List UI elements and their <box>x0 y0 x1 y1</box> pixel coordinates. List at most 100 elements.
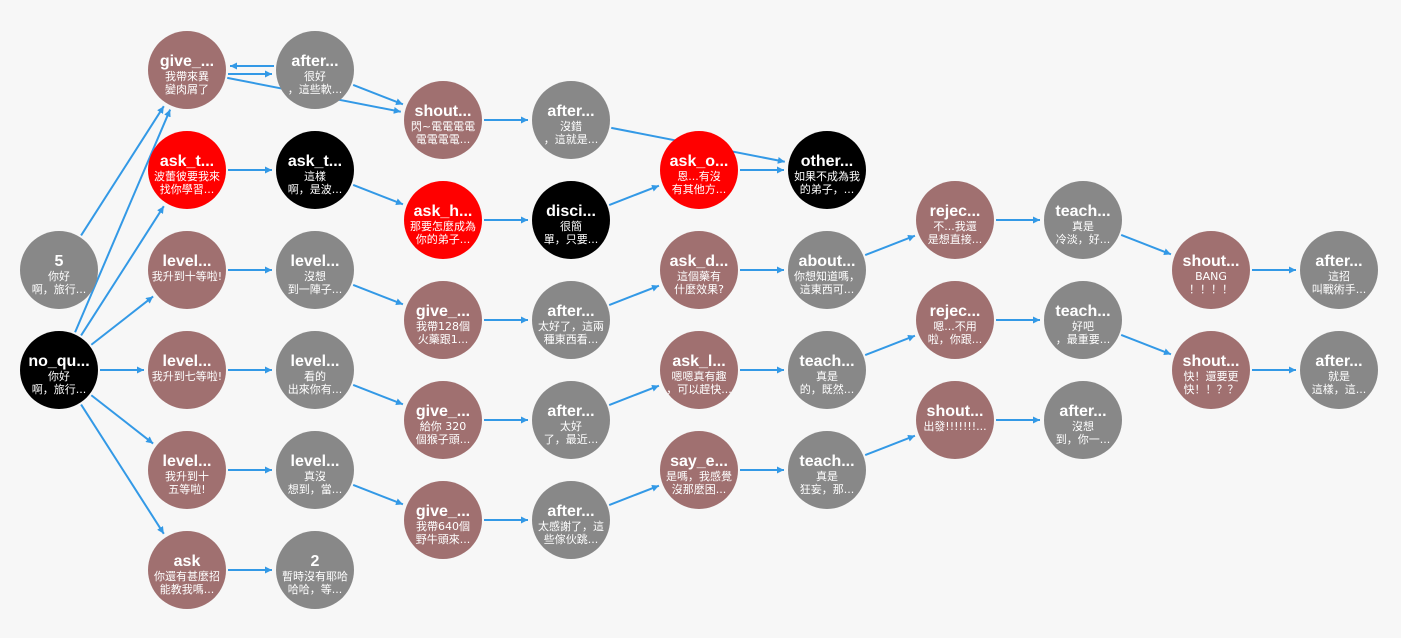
node-shout2[interactable]: shout...出發!!!!!!!... <box>916 381 994 459</box>
node-title: level... <box>163 453 212 470</box>
node-after3[interactable]: after...太好了，這兩種東西看... <box>532 281 610 359</box>
node-after4[interactable]: after...太好了，最近... <box>532 381 610 459</box>
node-after5[interactable]: after...太感謝了，這些傢伙跳... <box>532 481 610 559</box>
node-level1[interactable]: level...我升到十等啦! <box>148 231 226 309</box>
node-teach3[interactable]: teach...真是冷淡，好... <box>1044 181 1122 259</box>
edge-n_askt2-to-n_askh <box>352 183 404 206</box>
node-title: ask <box>174 553 201 570</box>
node-asko[interactable]: ask_o...恩...有沒有其他方... <box>660 131 738 209</box>
node-level4[interactable]: level...沒想到一陣子... <box>276 231 354 309</box>
node-text-line: 找你學習... <box>160 182 215 196</box>
node-text-line: 這東西可... <box>800 282 855 296</box>
edge-n_level6-to-n_give4 <box>352 483 404 506</box>
node-text-line: 的，既然... <box>800 382 855 396</box>
node-text-line: 電電電電... <box>416 133 471 146</box>
node-text-line: 快！還要更 <box>1184 370 1239 383</box>
node-askh[interactable]: ask_h...那要怎麼成為你的弟子... <box>404 181 482 259</box>
node-text-line: 想到，當... <box>288 482 343 496</box>
node-circle <box>276 331 354 409</box>
node-circle <box>276 431 354 509</box>
node-title: give_... <box>416 503 470 520</box>
node-circle <box>276 231 354 309</box>
node-text-line: 我升到十等啦! <box>152 269 222 283</box>
node-5[interactable]: 5你好啊，旅行... <box>20 231 98 309</box>
node-text-line: 是嗎，我感覺 <box>666 470 732 483</box>
node-disci[interactable]: disci...很簡單，只要... <box>532 181 610 259</box>
node-text-line: ，這些軟... <box>288 82 343 96</box>
node-after2[interactable]: after...沒錯，這就是... <box>532 81 610 159</box>
node-circle <box>1044 181 1122 259</box>
node-teach1[interactable]: teach...真是的，既然... <box>788 331 866 409</box>
node-level5[interactable]: level...看的出來你有... <box>276 331 354 409</box>
node-about[interactable]: about...你想知道嗎，這東西可... <box>788 231 866 309</box>
node-askt1[interactable]: ask_t...波蕾彼要我來找你學習... <box>148 131 226 209</box>
node-shout3[interactable]: shout...BANG！！！！ <box>1172 231 1250 309</box>
node-text-line: 這樣，這... <box>1312 382 1367 396</box>
edges-layer <box>74 62 1296 574</box>
node-level6[interactable]: level...真沒想到，當... <box>276 431 354 509</box>
node-after6[interactable]: after...沒想到，你一... <box>1044 381 1122 459</box>
node-title: give_... <box>416 303 470 320</box>
node-circle <box>1300 331 1378 409</box>
node-title: give_... <box>160 53 214 70</box>
node-askt2[interactable]: ask_t...這樣啊，是波... <box>276 131 354 209</box>
node-askl[interactable]: ask_l...嗯嗯真有趣，可以趕快... <box>660 331 738 409</box>
node-text-line: 暫時沒有耶哈 <box>282 569 348 583</box>
node-text-line: 叫戰術手... <box>1312 282 1367 296</box>
node-after1[interactable]: after...很好，這些軟... <box>276 31 354 109</box>
node-text-line: 太感謝了，這 <box>538 519 604 533</box>
node-teach4[interactable]: teach...好吧，最重要... <box>1044 281 1122 359</box>
node-text-line: ，這就是... <box>544 132 599 146</box>
node-title: teach... <box>1055 203 1110 220</box>
node-text-line: 我帶128個 <box>416 320 470 333</box>
node-title: ask_d... <box>670 253 729 270</box>
edge-n_disci-to-n_asko <box>608 184 660 207</box>
node-text-line: 太好 <box>560 419 582 433</box>
node-after7[interactable]: after...這招叫戰術手... <box>1300 231 1378 309</box>
node-text-line: 真沒 <box>304 469 326 483</box>
node-circle <box>148 31 226 109</box>
node-shout1[interactable]: shout...閃~電電電電電電電電... <box>404 81 482 159</box>
node-give4[interactable]: give_...我帶640個野牛頭來... <box>404 481 482 559</box>
node-level2[interactable]: level...我升到七等啦! <box>148 331 226 409</box>
node-circle <box>660 331 738 409</box>
node-rejec1[interactable]: rejec...不...我還是想直接... <box>916 181 994 259</box>
edge-n_after4-to-n_askl <box>608 384 660 407</box>
node-other[interactable]: other...如果不成為我的弟子，... <box>788 131 866 209</box>
node-text-line: 我升到十 <box>165 469 209 483</box>
node-text-line: 野牛頭來... <box>416 532 471 546</box>
node-circle <box>20 331 98 409</box>
node-saye[interactable]: say_e...是嗎，我感覺沒那麼困... <box>660 431 738 509</box>
node-title: no_qu... <box>28 353 89 370</box>
node-ask[interactable]: ask你還有甚麼招能教我嗎... <box>148 531 226 609</box>
node-text-line: 你好 <box>48 269 70 283</box>
node-title: ask_o... <box>670 153 729 170</box>
edge-n_after1-to-n_shout1 <box>352 83 404 106</box>
node-text-line: 五等啦! <box>168 482 205 496</box>
node-circle <box>788 331 866 409</box>
node-title: shout... <box>415 103 472 120</box>
edge-n_teach2-to-n_shout2 <box>864 434 916 457</box>
edge-n_noqu-to-n_ask <box>80 403 165 535</box>
node-2[interactable]: 2暫時沒有耶哈哈哈，等... <box>276 531 354 609</box>
node-teach2[interactable]: teach...真是狂妄，那... <box>788 431 866 509</box>
node-rejec2[interactable]: rejec...嗯...不用啦，你跟... <box>916 281 994 359</box>
node-text-line: 沒錯 <box>560 119 582 133</box>
node-text-line: 看的 <box>304 369 326 383</box>
node-after8[interactable]: after...就是這樣，這... <box>1300 331 1378 409</box>
node-give3[interactable]: give_...給你 320個猴子頭... <box>404 381 482 459</box>
node-circle <box>660 431 738 509</box>
node-noqu[interactable]: no_qu...你好啊，旅行... <box>20 331 98 409</box>
node-give2[interactable]: give_...我帶128個火藥跟1... <box>404 281 482 359</box>
node-title: after... <box>1315 353 1362 370</box>
node-text-line: 恩...有沒 <box>677 169 721 183</box>
node-text-line: 真是 <box>816 469 838 483</box>
node-circle <box>148 431 226 509</box>
node-title: teach... <box>799 453 854 470</box>
